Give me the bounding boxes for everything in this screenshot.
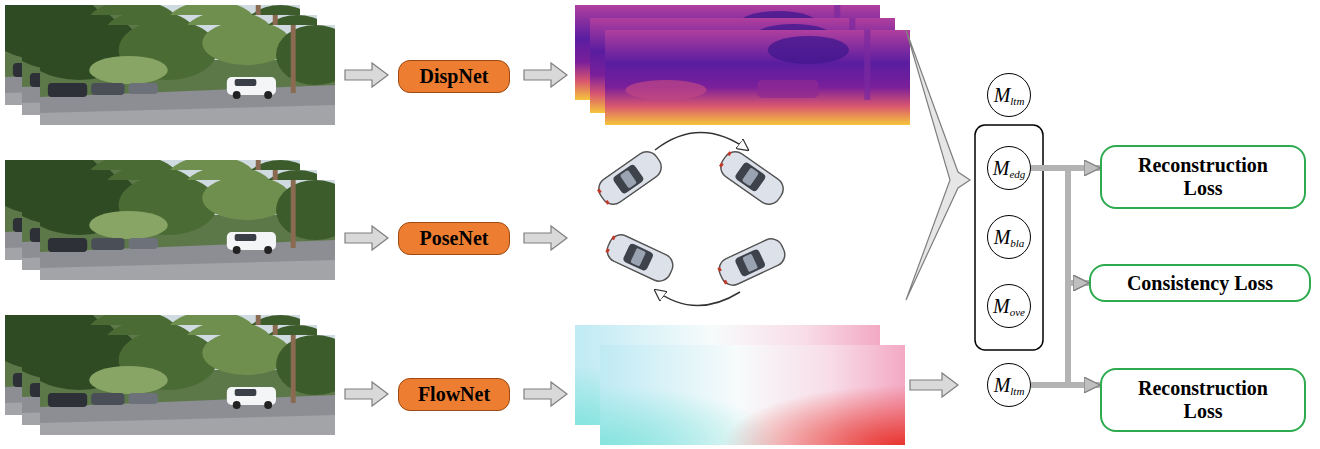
loss-box: Reconstruction Loss [1100,368,1306,432]
loss-box: Consistency Loss [1089,264,1311,302]
node-label: M [994,84,1011,107]
network-box: FlowNet [398,378,510,411]
subscript-label: ove [1010,306,1025,318]
node-label: PoseNet [420,227,489,250]
connector-arrow [1031,382,1100,388]
node-label: DispNet [420,65,489,88]
subscript-label: ltm [1010,385,1024,397]
subscript-label: edg [1009,168,1025,180]
connector-arrow [1031,168,1089,283]
mask-circle: Move [987,284,1031,328]
network-box: PoseNet [398,222,510,255]
mask-circle: Mltm [987,363,1031,407]
node-label: Consistency Loss [1127,272,1273,295]
node-label: Reconstruction Loss [1128,377,1278,423]
network-box: DispNet [398,60,510,93]
subscript-label: ltm [1010,95,1024,107]
subscript-label: bla [1010,237,1024,249]
connector-arrow [1031,283,1089,385]
mask-circle: Mbla [987,215,1031,259]
node-label: M [994,226,1011,249]
node-label: M [994,374,1011,397]
node-label: M [993,295,1010,318]
mask-circle: Mltm [987,73,1031,117]
node-label: Reconstruction Loss [1128,154,1278,200]
loss-box: Reconstruction Loss [1100,145,1306,209]
node-label: FlowNet [418,383,490,406]
node-label: M [993,157,1010,180]
mask-circle: Medg [987,146,1031,190]
